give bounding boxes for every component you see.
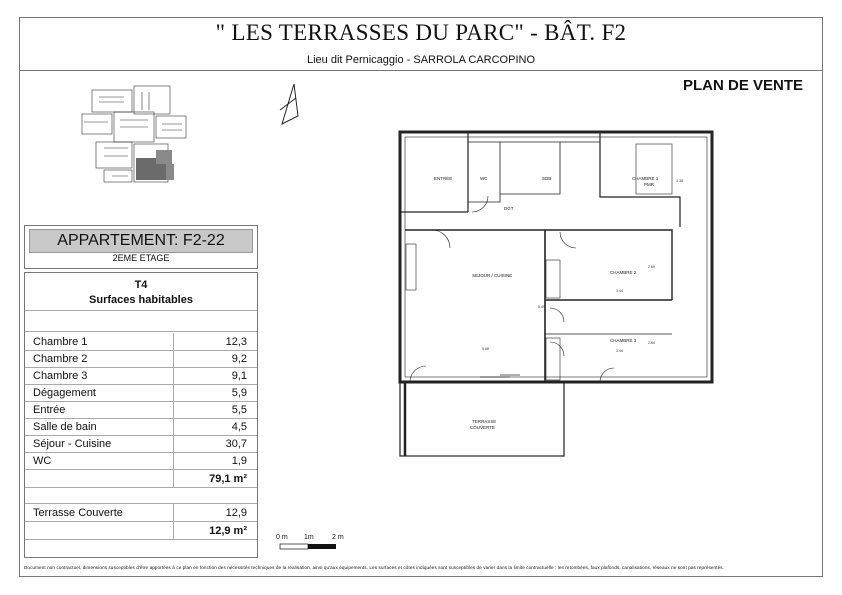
row-value: 1,9 [231, 455, 247, 467]
room-label-chambre2: CHAMBRE 2 [610, 270, 637, 275]
table-divider [25, 310, 257, 311]
table-row: WC 1,9 [25, 452, 257, 469]
table-row: Séjour - Cuisine 30,7 [25, 435, 257, 452]
apartment-type: T4 [134, 279, 148, 291]
row-label: Entrée [33, 404, 66, 416]
terrace-total-value: 12,9 m² [209, 525, 247, 537]
row-value: 12,3 [225, 336, 247, 348]
row-label: Chambre 3 [33, 370, 88, 382]
room-label-chambre1: CHAMBRE 1 [632, 176, 659, 181]
row-value: 9,1 [231, 370, 247, 382]
row-value: 5,9 [231, 387, 247, 399]
terrace-label: Terrasse Couverte [33, 507, 123, 519]
table-row: Salle de bain 4,5 [25, 418, 257, 435]
page-frame [19, 17, 823, 577]
room-label-sejour: SEJOUR / CUISINE [472, 273, 512, 278]
header-divider [19, 70, 823, 71]
dim-chambre3-width: 3.44 [616, 349, 623, 353]
row-label: Dégagement [33, 387, 96, 399]
plan-label: PLAN DE VENTE [683, 77, 804, 94]
floor-plan: ENTREE WC SDB DGT CHAMBRE 1 PMR SEJOUR /… [276, 83, 714, 550]
apartment-box: APPARTEMENT: F2-22 2EME ETAGE [24, 225, 258, 269]
table-divider [25, 331, 257, 332]
row-value: 4,5 [231, 421, 247, 433]
scale-label-0: 0 m [276, 534, 288, 541]
apartment-name: APPARTEMENT: F2-22 [29, 229, 253, 253]
room-label-entree: ENTREE [434, 176, 452, 181]
row-label: WC [33, 455, 52, 467]
room-label-wc: WC [480, 176, 488, 181]
dim-chambre1-height: 3.38 [676, 179, 683, 183]
row-label: Séjour - Cuisine [33, 438, 112, 450]
scale-label-1: 1m [304, 534, 314, 541]
key-plan [81, 85, 187, 183]
dim-chambre2-height: 2.69 [648, 265, 655, 269]
room-label-chambre1-sub: PMR [644, 182, 655, 187]
table-row: Dégagement 5,9 [25, 384, 257, 401]
disclaimer: Document non contractuel, dimensions sus… [24, 565, 725, 570]
terrace-row: Terrasse Couverte 12,9 [25, 504, 257, 521]
apartment-floor: 2EME ETAGE [112, 253, 170, 263]
room-label-sdb: SDB [542, 176, 551, 181]
table-row: Chambre 1 12,3 [25, 333, 257, 350]
dim-sejour-height: 5.49 [538, 305, 545, 309]
dim-chambre3-height: 2.64 [648, 341, 655, 345]
room-label-terrasse: TERRASSE [472, 419, 496, 424]
row-value: 5,5 [231, 404, 247, 416]
table-row: Chambre 3 9,1 [25, 367, 257, 384]
row-label: Chambre 2 [33, 353, 88, 365]
total-row: 79,1 m² [25, 470, 257, 487]
room-label-dgt: DGT [504, 206, 514, 211]
room-label-chambre3: CHAMBRE 3 [610, 338, 637, 343]
row-label: Salle de bain [33, 421, 97, 433]
north-arrow-icon [279, 83, 299, 125]
terrace-total-row: 12,9 m² [25, 522, 257, 539]
surfaces-table: T4 Surfaces habitables Chambre 1 12,3 Ch… [24, 272, 258, 558]
total-value: 79,1 m² [209, 473, 247, 485]
row-value: 30,7 [225, 438, 247, 450]
table-row: Entrée 5,5 [25, 401, 257, 418]
table-row: Chambre 2 9,2 [25, 350, 257, 367]
terrace-value: 12,9 [225, 507, 247, 519]
row-label: Chambre 1 [33, 336, 88, 348]
row-value: 9,2 [231, 353, 247, 365]
room-label-terrasse-sub: COUVERTE [470, 425, 495, 430]
project-title: " LES TERRASSES DU PARC" - BÂT. F2 [215, 20, 627, 45]
scale-bar: 0 m 1m 2 m [276, 534, 344, 550]
scale-label-2: 2 m [332, 534, 344, 541]
dim-chambre2-width: 3.44 [616, 289, 623, 293]
surfaces-heading: Surfaces habitables [89, 294, 193, 306]
dim-sejour-width: 5.88 [482, 347, 489, 351]
project-location: Lieu dit Pernicaggio - SARROLA CARCOPINO [306, 54, 536, 66]
